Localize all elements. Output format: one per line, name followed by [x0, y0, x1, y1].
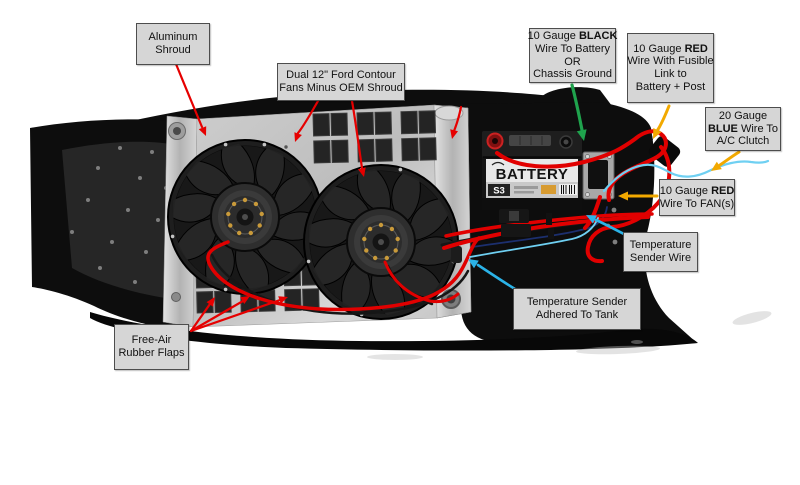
floor-smudges	[367, 311, 772, 360]
label-line: 10 Gauge BLACK	[528, 30, 618, 43]
label-red-wire-fusible: 10 Gauge RED Wire With Fusible Link to B…	[627, 33, 714, 103]
label-black-wire: 10 Gauge BLACK Wire To Battery OR Chassi…	[528, 28, 618, 83]
fan-left	[167, 140, 322, 294]
wire-temp-sender	[469, 217, 599, 258]
label-line: 20 Gauge	[718, 110, 768, 123]
fan-right	[303, 165, 458, 319]
arrow-shroud-neck	[450, 105, 463, 139]
label-line-part: 10 Gauge	[527, 30, 579, 43]
label-line: Temperature	[629, 239, 692, 252]
arrow-red-fusible	[653, 104, 671, 139]
label-dual-fans: Dual 12" Ford Contour Fans Minus OEM Shr…	[277, 63, 405, 101]
label-aluminum-shroud: Aluminum Shroud	[136, 23, 210, 65]
arrow-fan-right	[350, 99, 366, 177]
label-blue-wire: 20 Gauge BLUE Wire To A/C Clutch	[705, 107, 781, 151]
temp-sender	[451, 246, 462, 263]
label-line: 10 Gauge RED	[660, 185, 735, 198]
arrow-black-wire	[570, 83, 587, 141]
label-line: Link to	[654, 68, 687, 80]
label-red-wire-fans: 10 Gauge RED Wire To FAN(s)	[659, 179, 735, 216]
wire-connector	[501, 224, 531, 237]
label-line: Chassis Ground	[533, 68, 612, 81]
label-free-air: Free-Air Rubber Flaps	[114, 324, 189, 370]
arrow-red-to-fans	[618, 191, 659, 201]
battery-orange-badge	[541, 185, 556, 194]
label-line: Free-Air	[131, 334, 172, 347]
label-line: Adhered To Tank	[535, 309, 619, 321]
battery-label: BATTERY	[496, 166, 569, 183]
wire-red-fan-harness	[206, 236, 481, 312]
label-line: Sender Wire	[629, 252, 692, 264]
label-line: Rubber Flaps	[118, 347, 185, 359]
label-temp-sender-tank: Temperature Sender Adhered To Tank	[513, 288, 641, 330]
label-line: BLUE Wire To	[708, 123, 778, 136]
label-line-part: 10 Gauge	[633, 42, 685, 55]
ground-shadow	[90, 312, 698, 351]
label-line-part: RED	[684, 42, 708, 55]
label-line: A/C Clutch	[716, 135, 770, 148]
wiring	[206, 129, 770, 315]
wire-blue-ac-clutch	[602, 159, 770, 193]
label-line-part: RED	[711, 184, 735, 197]
label-line: Wire To Battery	[535, 42, 610, 55]
battery: BATTERY S3	[482, 131, 582, 210]
arrow-free-air-2	[189, 296, 250, 333]
label-line-part: BLUE	[707, 122, 738, 135]
label-line: Temperature Sender	[526, 296, 628, 309]
relay	[582, 151, 615, 200]
arrow-aluminum-shroud	[174, 62, 207, 136]
label-line: Aluminum	[148, 31, 198, 44]
rubber-flaps-top	[312, 110, 437, 164]
arrow-temp-sender-tank	[468, 259, 517, 291]
label-line: Fans Minus OEM Shroud	[279, 82, 403, 94]
label-temp-sender-wire: Temperature Sender Wire	[623, 232, 698, 272]
drain-bolt	[171, 292, 181, 302]
label-line-part: BLACK	[578, 30, 618, 43]
label-line-part: Wire To	[737, 122, 779, 135]
label-line-part: 10 Gauge	[659, 184, 712, 197]
label-line: OR	[564, 55, 581, 68]
arrow-free-air-3	[189, 296, 288, 333]
battery-model: S3	[493, 186, 505, 197]
arrow-fan-left	[294, 99, 320, 142]
label-line: Dual 12" Ford Contour	[286, 69, 396, 82]
label-line: Battery + Post	[635, 80, 706, 93]
label-line: Shroud	[155, 44, 191, 56]
label-line: 10 Gauge RED	[633, 43, 708, 56]
arrow-temp-sender-wire	[586, 215, 626, 236]
arrow-blue-wire	[711, 150, 741, 171]
label-line: Wire To FAN(s)	[659, 197, 735, 210]
arrow-free-air-1	[189, 297, 215, 333]
label-line: Wire With Fusible	[627, 55, 714, 68]
battery-barcode	[561, 185, 575, 194]
